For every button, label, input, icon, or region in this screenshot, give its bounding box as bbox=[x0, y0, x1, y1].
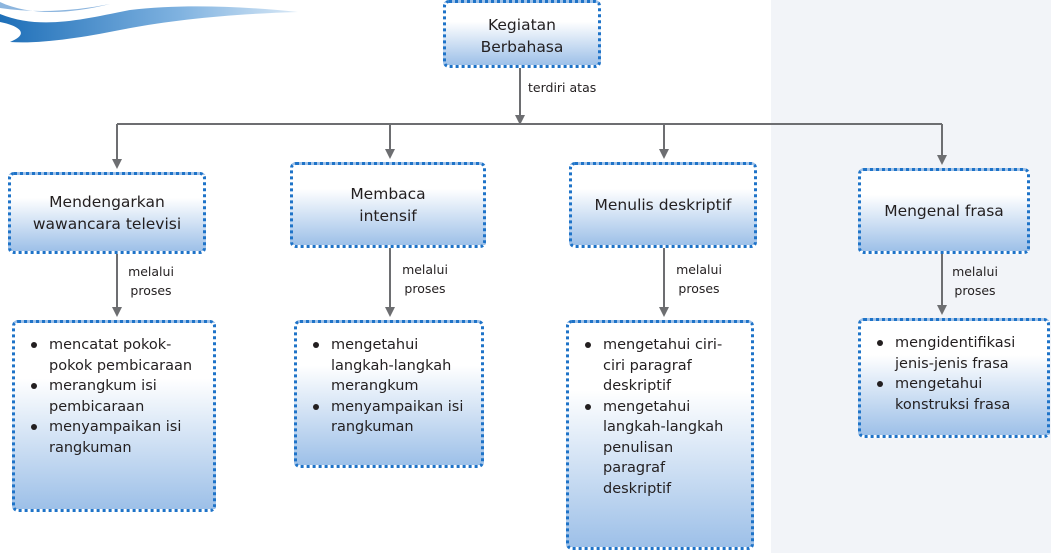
process-label-1: melalui proses bbox=[128, 264, 174, 298]
branch-node-1: Mendengarkan wawancara televisi bbox=[8, 172, 206, 254]
branch-title: Membaca intensif bbox=[350, 185, 426, 225]
detail-item: menyampaikan isi rangkuman bbox=[313, 397, 471, 438]
detail-item: mengetahui ciri-ciri paragraf deskriptif bbox=[585, 335, 733, 397]
process-label-2: melalui proses bbox=[402, 262, 448, 296]
process-label-4: melalui proses bbox=[952, 264, 998, 298]
swoosh-decoration bbox=[0, 2, 298, 43]
branch-node-2: Membaca intensif bbox=[290, 162, 486, 248]
branch-title: Menulis deskriptif bbox=[594, 196, 732, 214]
detail-box-3: mengetahui ciri-ciri paragraf deskriptif… bbox=[566, 320, 754, 550]
detail-item: merangkum isi pembicaraan bbox=[31, 376, 199, 417]
root-connector-label: terdiri atas bbox=[528, 80, 597, 95]
detail-list: mengidentifikasi jenis-jenis frasa menge… bbox=[875, 333, 1037, 415]
detail-list: mengetahui ciri-ciri paragraf deskriptif… bbox=[583, 335, 741, 499]
detail-item: mengetahui langkah-langkah penulisan par… bbox=[585, 397, 733, 500]
detail-box-4: mengidentifikasi jenis-jenis frasa menge… bbox=[858, 318, 1050, 438]
background-panel bbox=[771, 0, 1051, 553]
detail-list: mencatat pokok-pokok pembicaraan merangk… bbox=[29, 335, 203, 458]
root-node: Kegiatan Berbahasa bbox=[443, 0, 601, 68]
process-label-3: melalui proses bbox=[676, 262, 722, 296]
detail-item: menyampaikan isi rangkuman bbox=[31, 417, 203, 458]
branch-node-4: Mengenal frasa bbox=[858, 168, 1030, 254]
detail-item: mengetahui langkah-langkah merangkum bbox=[313, 335, 471, 397]
branch-title: Mengenal frasa bbox=[884, 202, 1004, 220]
root-node-label: Kegiatan Berbahasa bbox=[480, 16, 564, 56]
detail-item: mengidentifikasi jenis-jenis frasa bbox=[877, 333, 1035, 374]
detail-box-2: mengetahui langkah-langkah merangkum men… bbox=[294, 320, 484, 468]
detail-item: mencatat pokok-pokok pembicaraan bbox=[31, 335, 199, 376]
detail-item: mengetahui konstruksi frasa bbox=[877, 374, 1035, 415]
detail-list: mengetahui langkah-langkah merangkum men… bbox=[311, 335, 471, 438]
detail-box-1: mencatat pokok-pokok pembicaraan merangk… bbox=[12, 320, 216, 512]
branch-title: Mendengarkan wawancara televisi bbox=[32, 193, 182, 233]
branch-node-3: Menulis deskriptif bbox=[569, 162, 757, 248]
